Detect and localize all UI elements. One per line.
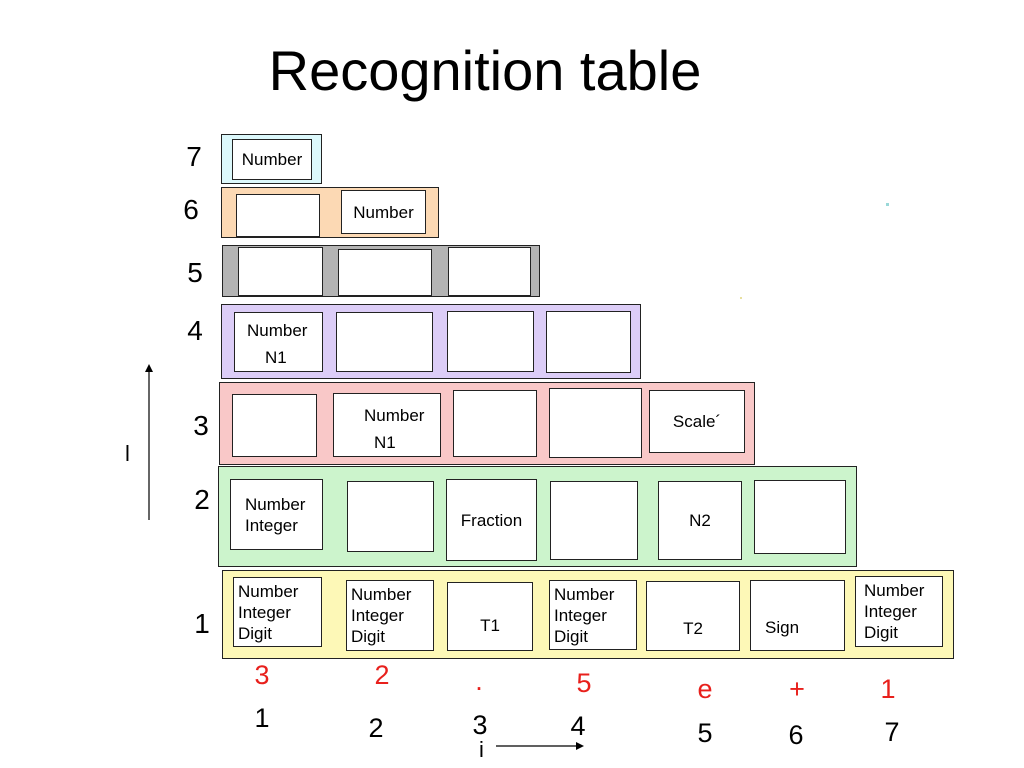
cell-6-2: Number	[341, 190, 426, 234]
cell-2-3: Fraction	[446, 479, 537, 561]
cell-3-3	[453, 390, 537, 457]
cell-1-4: Number Integer Digit	[549, 580, 637, 650]
position-3: 3	[472, 710, 488, 740]
horizontal-axis-arrow	[496, 742, 584, 750]
row-index-6: 6	[183, 194, 199, 225]
position-6: 6	[788, 720, 804, 750]
input-char-1: 3	[254, 660, 270, 690]
cell-1-2: Number Integer Digit	[346, 580, 434, 651]
row-index-3: 3	[193, 410, 209, 441]
cell-4-2	[336, 312, 433, 372]
input-char-5: e	[697, 674, 713, 704]
cell-3-4	[549, 388, 642, 458]
cell-1-3: T1	[447, 582, 533, 651]
cell-4-1: Number N1	[234, 312, 323, 372]
cell-5-3	[448, 247, 531, 296]
row-index-7: 7	[186, 141, 202, 172]
decorative-speck	[740, 297, 742, 299]
cell-4-3	[447, 311, 534, 372]
cell-2-5: N2	[658, 481, 742, 560]
input-char-4: 5	[576, 668, 592, 698]
slide-title: Recognition table	[268, 39, 702, 102]
row-index-4: 4	[187, 315, 203, 346]
cell-2-6	[754, 480, 846, 554]
cell-2-2	[347, 481, 434, 552]
cell-1-6: Sign	[750, 580, 845, 651]
position-5: 5	[697, 718, 713, 748]
row-index-1: 1	[194, 608, 210, 639]
cell-3-2: Number N1	[333, 393, 441, 457]
cell-2-1: Number Integer	[230, 479, 323, 550]
cell-5-1	[238, 247, 323, 296]
cell-5-2	[338, 249, 432, 296]
input-char-6: +	[789, 674, 805, 704]
cell-3-1	[232, 394, 317, 457]
input-char-3: .	[475, 666, 483, 696]
cell-6-1	[236, 194, 320, 237]
cell-3-5: Scale´	[649, 390, 745, 453]
row-band-2	[218, 466, 857, 567]
cell-1-5: T2	[646, 581, 740, 651]
position-1: 1	[254, 703, 270, 733]
cell-7-1: Number	[232, 139, 312, 180]
vertical-axis-arrow	[145, 364, 153, 520]
input-char-2: 2	[374, 660, 390, 690]
cell-4-4	[546, 311, 631, 373]
cell-1-7: Number Integer Digit	[855, 576, 943, 647]
cell-1-1: Number Integer Digit	[233, 577, 322, 647]
row-index-2: 2	[194, 484, 210, 515]
input-char-7: 1	[880, 674, 896, 704]
row-index-5: 5	[187, 257, 203, 288]
horizontal-axis-label: i	[479, 737, 484, 762]
position-2: 2	[368, 713, 384, 743]
position-7: 7	[884, 717, 900, 747]
position-4: 4	[570, 711, 586, 741]
decorative-speck	[886, 203, 889, 206]
vertical-axis-label: l	[125, 441, 130, 466]
cell-2-4	[550, 481, 638, 560]
